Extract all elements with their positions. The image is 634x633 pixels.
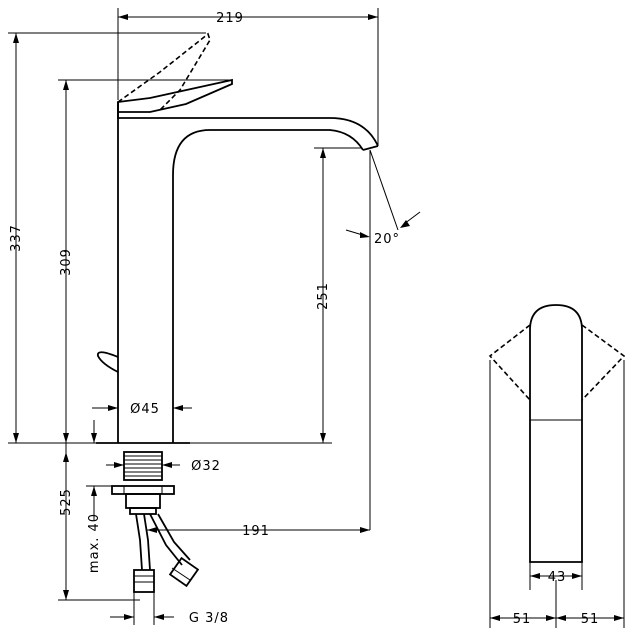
dim-width-overall: 219 bbox=[216, 11, 244, 26]
dim-connection: G 3/8 bbox=[189, 611, 229, 626]
dim-height-to-lever: 309 bbox=[59, 248, 74, 276]
dim-spray-angle: 20° bbox=[374, 232, 400, 247]
dim-spout-height: 251 bbox=[316, 282, 331, 310]
dim-body-diameter: Ø45 bbox=[130, 402, 160, 417]
dim-swing-right: 51 bbox=[581, 612, 600, 627]
dim-swing-left: 51 bbox=[513, 612, 532, 627]
faucet-side-view bbox=[96, 32, 379, 593]
dim-thread-diameter: Ø32 bbox=[191, 459, 221, 474]
dim-height-overall: 337 bbox=[9, 224, 24, 252]
dimension-labels: 219 337 309 251 20° Ø45 Ø32 525 max. 40 … bbox=[9, 11, 600, 627]
dim-below-counter: 525 bbox=[59, 488, 74, 516]
dim-max-thickness: max. 40 bbox=[87, 513, 102, 573]
dimension-lines bbox=[8, 8, 624, 625]
dim-lever-width: 43 bbox=[548, 570, 567, 585]
faucet-front-view bbox=[488, 304, 626, 628]
dim-projection: 191 bbox=[242, 524, 270, 539]
